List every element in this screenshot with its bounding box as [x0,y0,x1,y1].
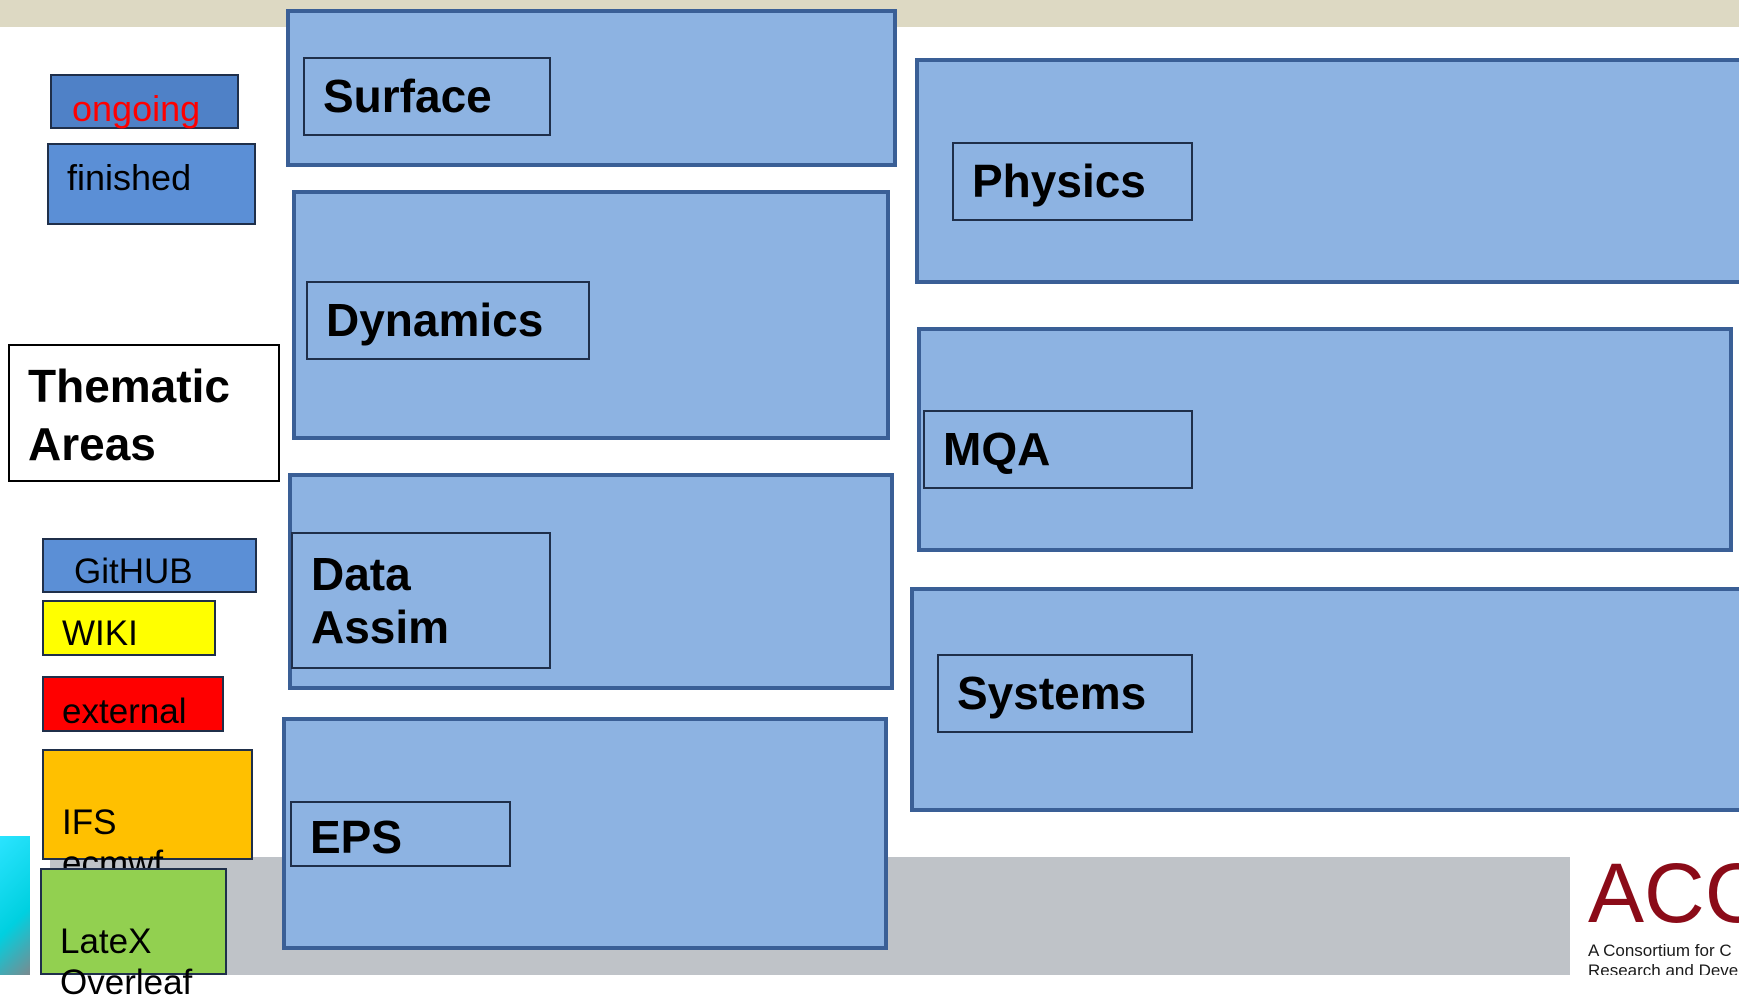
legend-ifs-ecmwf: IFS ecmwf [42,749,253,883]
tag-data-assim: Data Assim [291,532,551,669]
legend-wiki: WIKI [42,600,216,656]
legend-latex-overleaf: LateX Overleaf [40,868,227,1002]
acc-logo-subtitle: A Consortium for C Research and Deve [1588,941,1739,975]
tag-mqa: MQA [923,410,1193,489]
legend-github-label: GitHUB [74,552,193,591]
corner-graphic [0,836,30,975]
tag-systems: Systems [937,654,1193,733]
tag-surface: Surface [303,57,551,136]
thematic-areas-label: Thematic Areas [8,344,280,482]
legend-finished-label: finished [67,157,192,198]
tag-physics: Physics [952,142,1193,221]
tag-eps: EPS [290,801,511,867]
acc-logo-text: ACC [1588,853,1739,940]
legend-external-label: external [62,692,187,731]
legend-finished: finished [47,143,256,225]
legend-github: GitHUB [42,538,257,593]
legend-external: external [42,676,224,732]
legend-wiki-label: WIKI [62,614,138,653]
tag-dynamics: Dynamics [306,281,590,360]
legend-ongoing: ongoing [50,74,239,129]
legend-latex-overleaf-label: LateX Overleaf [60,922,193,1002]
legend-ongoing-label: ongoing [72,88,201,129]
acc-logo: ACC A Consortium for C Research and Deve [1588,853,1739,975]
